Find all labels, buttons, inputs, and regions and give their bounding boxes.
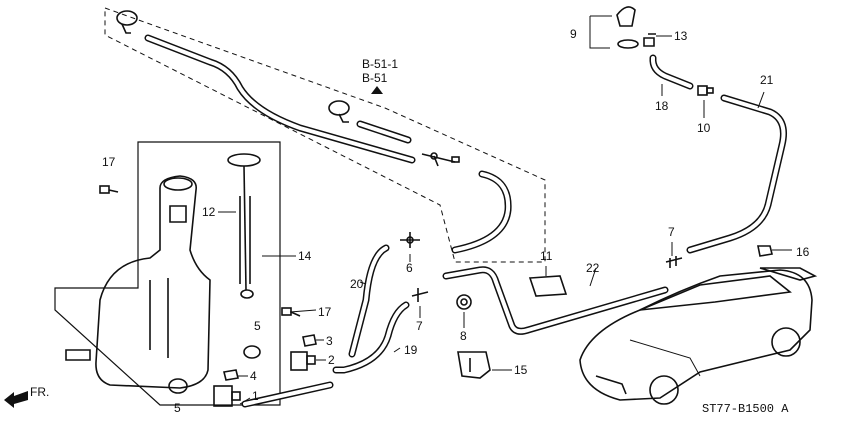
car-illustration bbox=[579, 267, 818, 405]
callout-8: 8 bbox=[460, 329, 467, 343]
rear-hose-18 bbox=[649, 54, 694, 90]
grommet-5-upper bbox=[243, 345, 261, 359]
callout-15: 15 bbox=[514, 363, 528, 377]
grommet-5-lower bbox=[168, 378, 188, 394]
reference-arrow bbox=[371, 86, 383, 94]
front-direction-indicator: FR. bbox=[4, 385, 49, 408]
callout-1: 1 bbox=[252, 389, 259, 403]
tank-assembly-box bbox=[54, 141, 281, 406]
bracket-15 bbox=[457, 351, 491, 379]
callout-11: 11 bbox=[540, 249, 553, 263]
callout-6: 6 bbox=[406, 261, 413, 275]
reference-line-1: B-51-1 bbox=[362, 57, 398, 71]
windshield-hose-upper bbox=[144, 34, 416, 164]
callout-17-upper: 17 bbox=[102, 155, 116, 169]
callout-13: 13 bbox=[674, 29, 688, 43]
front-label: FR. bbox=[30, 385, 49, 399]
seal-3 bbox=[302, 334, 317, 347]
joint-7-right bbox=[665, 256, 683, 268]
callout-2: 2 bbox=[328, 353, 335, 367]
seal-4 bbox=[223, 369, 239, 381]
reference-note: B-51-1 B-51 bbox=[362, 57, 398, 94]
figure-code: ST77-B1500 A bbox=[702, 402, 789, 416]
rear-washer-nozzle bbox=[589, 6, 639, 49]
callout-4: 4 bbox=[250, 369, 257, 383]
reference-line-2: B-51 bbox=[362, 71, 388, 85]
callout-18: 18 bbox=[655, 99, 669, 113]
callout-7-center: 7 bbox=[416, 319, 423, 333]
rear-hose-21 bbox=[686, 94, 787, 254]
callout-12: 12 bbox=[202, 205, 216, 219]
pump-2 bbox=[290, 351, 316, 371]
hose-22 bbox=[442, 266, 669, 335]
callout-9: 9 bbox=[570, 27, 577, 41]
callout-16: 16 bbox=[796, 245, 810, 259]
connector-10 bbox=[697, 85, 714, 96]
joint-6 bbox=[400, 232, 420, 248]
callout-20: 20 bbox=[350, 277, 364, 291]
callout-17-center: 17 bbox=[318, 305, 332, 319]
callout-5-upper: 5 bbox=[254, 319, 261, 333]
washer-nozzle-center bbox=[328, 100, 350, 123]
callout-3: 3 bbox=[326, 334, 333, 348]
joint-7-center bbox=[411, 288, 429, 302]
check-valve-13 bbox=[643, 33, 656, 47]
level-gauge bbox=[227, 153, 261, 299]
hose-19 bbox=[332, 301, 410, 374]
dashed-enclosure bbox=[104, 7, 546, 263]
three-way-joint-upper bbox=[421, 152, 460, 167]
washer-nozzle-left bbox=[116, 10, 138, 34]
callout-14: 14 bbox=[298, 249, 312, 263]
callout-labels: 1 2 3 4 5 5 6 7 7 8 9 10 11 12 13 14 15 … bbox=[102, 27, 810, 415]
callout-7-right: 7 bbox=[668, 225, 675, 239]
hose-20 bbox=[348, 244, 390, 358]
callout-10: 10 bbox=[697, 121, 711, 135]
callout-19: 19 bbox=[404, 343, 418, 357]
short-hose-center bbox=[356, 120, 412, 144]
callout-21: 21 bbox=[760, 73, 774, 87]
callout-5-lower: 5 bbox=[174, 401, 181, 415]
hose-lower bbox=[241, 381, 334, 408]
washer-tank bbox=[65, 175, 211, 389]
leader-lines bbox=[218, 35, 792, 405]
pump-1 bbox=[213, 385, 241, 407]
bolt-17-upper bbox=[99, 185, 119, 194]
pad-11 bbox=[528, 275, 568, 297]
clip-16 bbox=[757, 245, 773, 257]
grommet-8 bbox=[456, 294, 472, 310]
curved-hose-upper-right bbox=[451, 170, 512, 254]
callout-22: 22 bbox=[586, 261, 600, 275]
